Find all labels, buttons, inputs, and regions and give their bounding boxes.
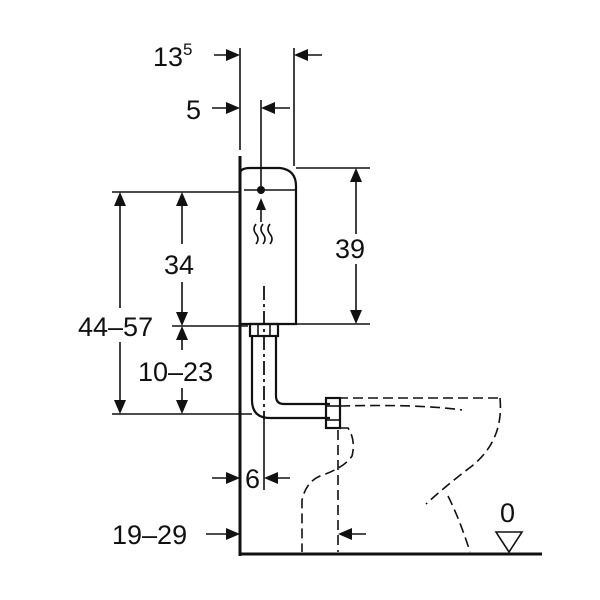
label-floor-zero: 0 [500, 498, 515, 528]
label-39: 39 [335, 234, 365, 264]
label-5: 5 [186, 95, 201, 125]
label-6: 6 [245, 464, 260, 494]
dimension-44-57: 44–57 [78, 192, 153, 414]
floor-level-marker: 0 [494, 498, 524, 554]
dimension-39: 39 [335, 168, 365, 324]
water-icon [253, 223, 273, 245]
label-10-23: 10–23 [138, 357, 213, 387]
toilet-bowl [301, 397, 502, 553]
label-19-29: 19–29 [112, 520, 187, 550]
dimension-10-23: 10–23 [138, 326, 213, 414]
cistern [238, 166, 298, 338]
svg-text:135: 135 [153, 40, 193, 72]
flush-pipe [250, 336, 342, 430]
dimension-19-29: 19–29 [112, 520, 366, 550]
label-13-5-sup: 5 [183, 40, 192, 59]
dimension-34: 34 [164, 192, 194, 326]
label-13-5-base: 13 [153, 42, 183, 72]
label-44-57: 44–57 [78, 312, 153, 342]
label-34: 34 [164, 250, 194, 280]
level-triangle-icon [494, 531, 524, 554]
inlet-point [257, 186, 265, 194]
dimension-13-5: 135 [153, 40, 322, 72]
dimension-6: 6 [212, 464, 290, 494]
extension-lines [112, 48, 370, 490]
dimension-5: 5 [186, 95, 290, 125]
